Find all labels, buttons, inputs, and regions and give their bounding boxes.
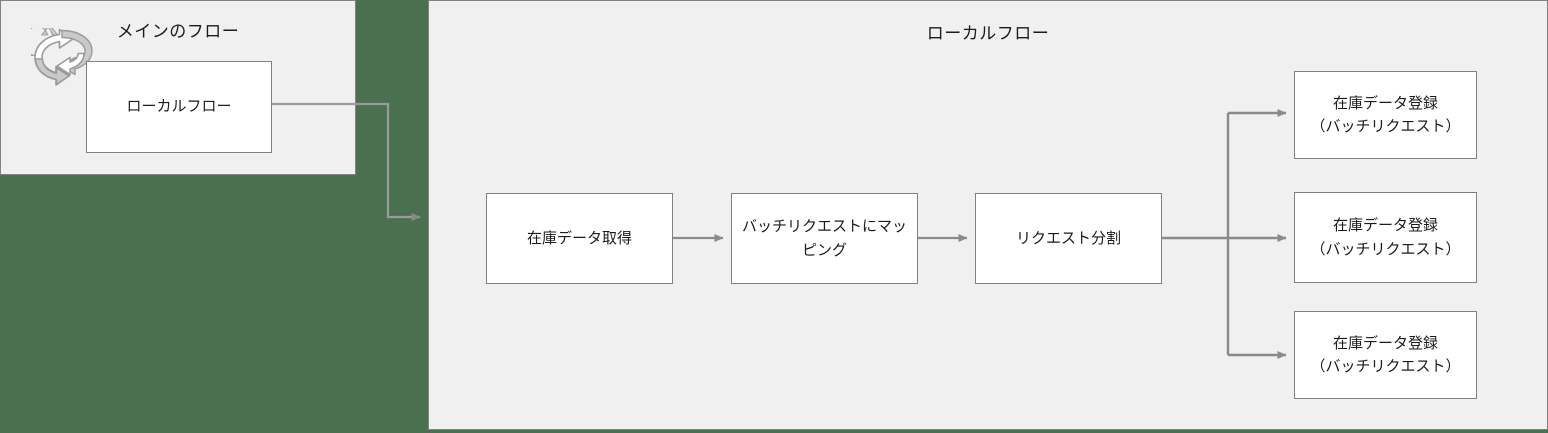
- node-register-inventory-1[interactable]: 在庫データ登録 （バッチリクエスト）: [1294, 71, 1477, 159]
- node-register-inventory-3-label: 在庫データ登録 （バッチリクエスト）: [1310, 334, 1461, 375]
- node-register-inventory-1-label: 在庫データ登録 （バッチリクエスト）: [1310, 94, 1461, 135]
- node-split-request[interactable]: リクエスト分割: [975, 193, 1162, 284]
- node-register-inventory-2-label: 在庫データ登録 （バッチリクエスト）: [1310, 217, 1461, 258]
- node-split-request-label: リクエスト分割: [1015, 229, 1121, 247]
- panel-main-flow-title: メインのフロー: [116, 22, 240, 41]
- loop-arrows-icon: [22, 22, 117, 91]
- node-localflow-ref[interactable]: ローカルフロー: [86, 61, 272, 153]
- node-map-to-batch-request-label: バッチリクエストにマッ ピング: [741, 218, 907, 259]
- node-map-to-batch-request[interactable]: バッチリクエストにマッ ピング: [731, 193, 918, 284]
- node-fetch-inventory-data-label: 在庫データ取得: [526, 229, 632, 247]
- panel-local-flow-title: ローカルフロー: [926, 24, 1050, 43]
- node-register-inventory-3[interactable]: 在庫データ登録 （バッチリクエスト）: [1294, 311, 1477, 399]
- node-fetch-inventory-data[interactable]: 在庫データ取得: [486, 193, 673, 284]
- node-localflow-ref-label: ローカルフロー: [126, 98, 232, 116]
- node-register-inventory-2[interactable]: 在庫データ登録 （バッチリクエスト）: [1294, 192, 1477, 283]
